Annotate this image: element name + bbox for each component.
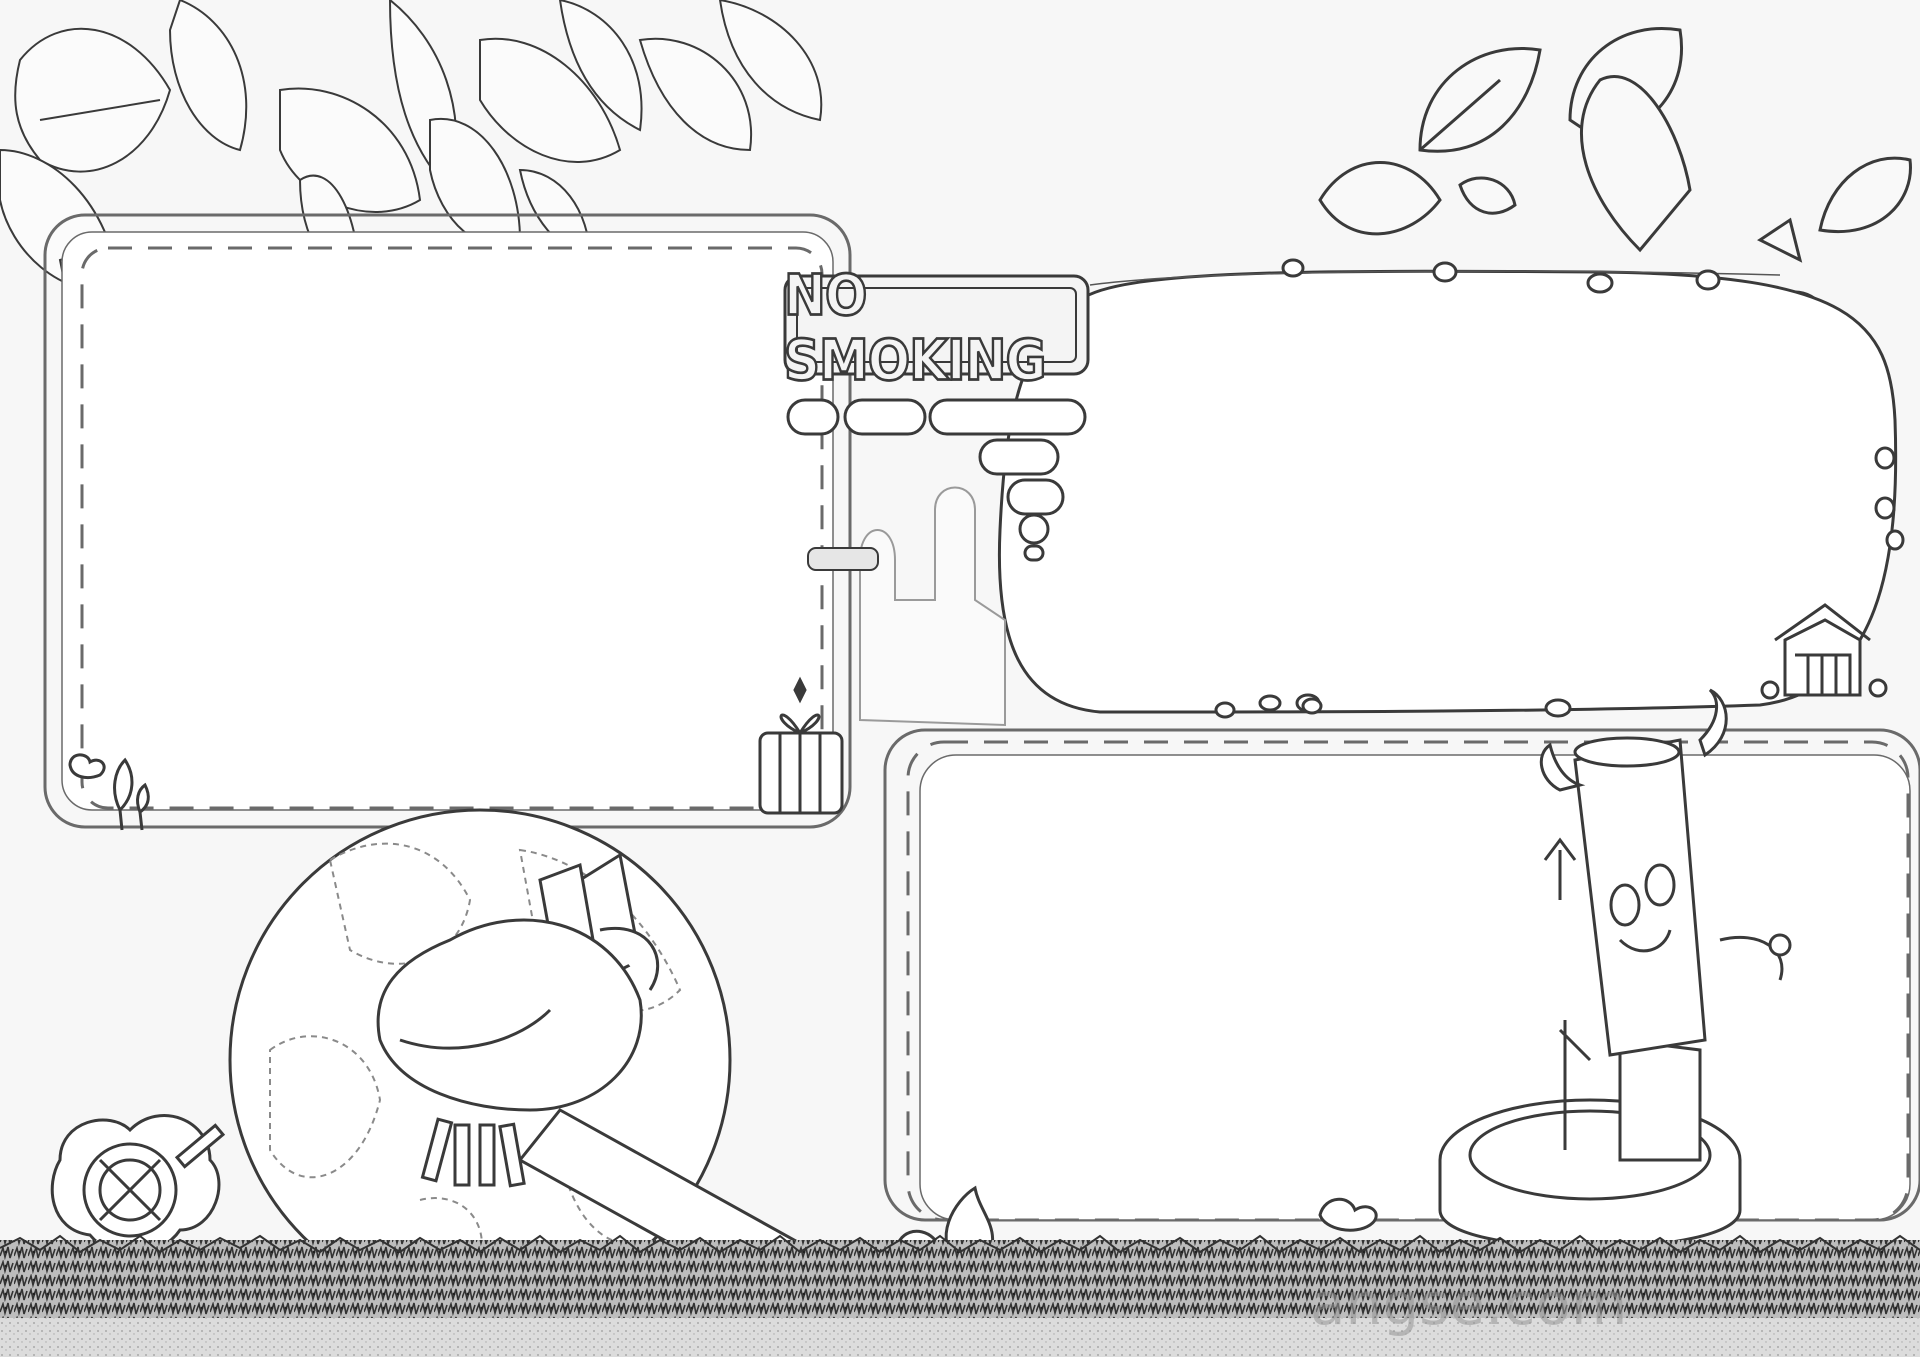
no-smoking-sign-text: NO SMOKING <box>783 262 1048 395</box>
sprout-icon <box>113 757 150 831</box>
content-panel-top-right <box>997 258 1905 719</box>
gift-box-icon <box>758 676 844 815</box>
leaves-top-right <box>1318 27 1912 332</box>
no-smoking-icon <box>50 1114 226 1255</box>
content-panel-top-left <box>43 213 852 829</box>
no-smoking-sign-board <box>783 274 1090 376</box>
house-icon <box>1760 603 1888 700</box>
grass-edge <box>0 1234 1920 1254</box>
hand-pointing-icon <box>807 486 1006 727</box>
cigarette-devil-icon <box>1539 688 1792 1162</box>
content-panel-bottom-right <box>883 728 1920 1222</box>
ground-strip <box>0 1318 1920 1357</box>
cloud-doodle-icon <box>68 753 1378 1232</box>
watermark-text: angse.com <box>1310 1270 1628 1338</box>
smoke-puff-icon <box>786 398 1087 562</box>
